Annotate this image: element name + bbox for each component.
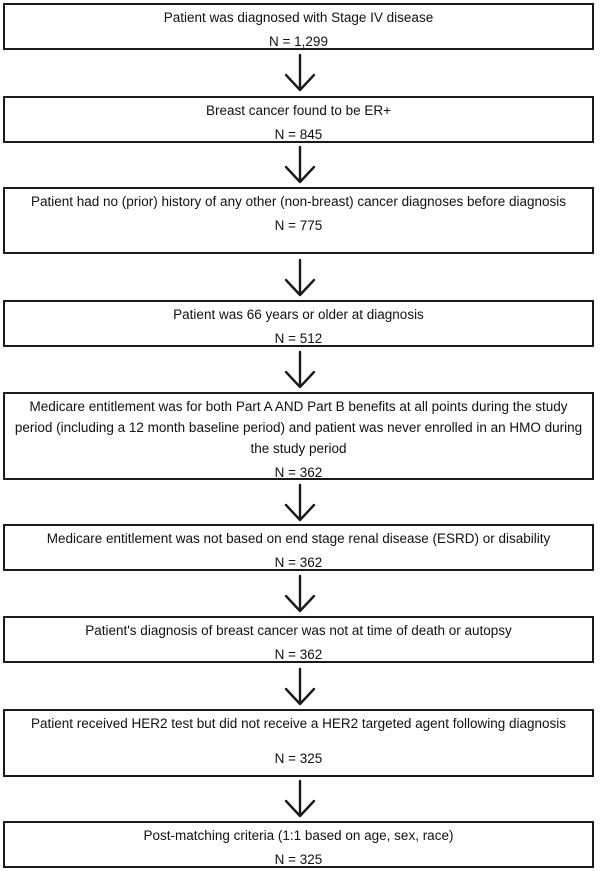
step-count: N = 362: [274, 647, 323, 662]
step-count: N = 512: [274, 331, 323, 346]
flow-step-stage-iv: Patient was diagnosed with Stage IV dise…: [3, 3, 594, 50]
step-count: N = 845: [274, 127, 323, 142]
step-criterion: Medicare entitlement was for both Part A…: [14, 399, 583, 456]
flow-step-post-matching: Post-matching criteria (1:1 based on age…: [3, 821, 594, 868]
flow-step-medicare-parts: Medicare entitlement was for both Part A…: [3, 392, 594, 480]
down-arrow-icon: [284, 145, 316, 185]
step-count: N = 1,299: [269, 34, 328, 49]
down-arrow-icon: [284, 667, 316, 707]
flow-step-er-positive: Breast cancer found to be ER+ N = 845: [3, 96, 594, 143]
step-count: N = 325: [274, 852, 323, 867]
step-criterion: Patient was 66 years or older at diagnos…: [173, 307, 424, 322]
step-criterion: Breast cancer found to be ER+: [206, 103, 391, 118]
flow-step-not-autopsy: Patient's diagnosis of breast cancer was…: [3, 616, 594, 663]
step-count: N = 362: [274, 555, 323, 570]
flow-step-age-66: Patient was 66 years or older at diagnos…: [3, 300, 594, 347]
step-count: N = 775: [274, 218, 323, 233]
down-arrow-icon: [284, 779, 316, 819]
step-count: N = 325: [274, 751, 323, 766]
down-arrow-icon: [284, 483, 316, 523]
step-criterion: Patient was diagnosed with Stage IV dise…: [163, 10, 434, 25]
flow-step-no-prior-cancer: Patient had no (prior) history of any ot…: [3, 187, 594, 254]
down-arrow-icon: [284, 350, 316, 390]
down-arrow-icon: [284, 574, 316, 614]
step-criterion: Patient received HER2 test but did not r…: [30, 716, 567, 731]
flow-step-her2-test: Patient received HER2 test but did not r…: [3, 709, 594, 777]
step-criterion: Patient's diagnosis of breast cancer was…: [85, 623, 512, 638]
down-arrow-icon: [284, 258, 316, 298]
step-criterion: Medicare entitlement was not based on en…: [46, 531, 551, 546]
down-arrow-icon: [284, 53, 316, 93]
step-criterion: Post-matching criteria (1:1 based on age…: [143, 828, 454, 843]
step-count: N = 362: [274, 465, 323, 480]
flow-step-not-esrd: Medicare entitlement was not based on en…: [3, 524, 594, 571]
step-criterion: Patient had no (prior) history of any ot…: [30, 194, 567, 209]
